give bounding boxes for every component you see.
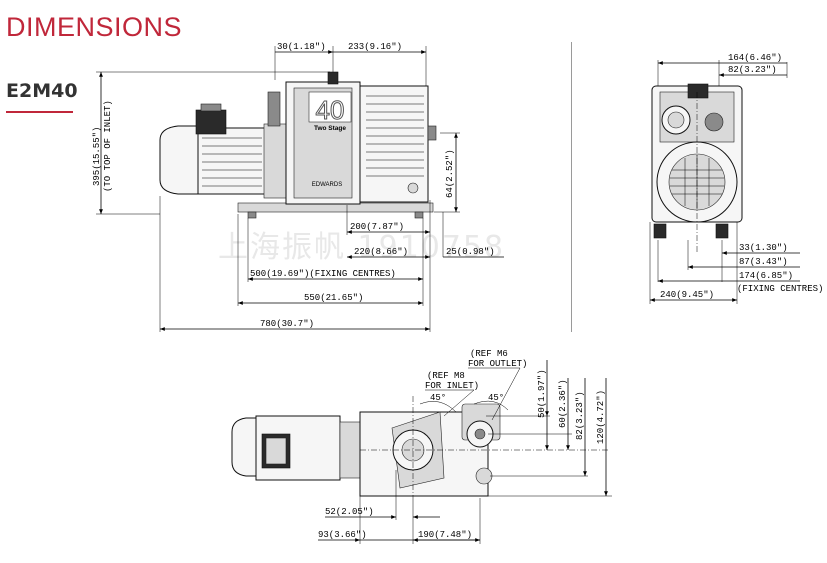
dim-174: 174(6.85") <box>739 271 793 281</box>
dim-87: 87(3.43") <box>739 257 788 267</box>
ref-inlet-line1: (REF M8 <box>427 371 465 381</box>
dim-780: 780(30.7") <box>260 319 314 329</box>
dim-93: 93(3.66") <box>318 530 367 540</box>
side-inlet-port <box>687 83 709 99</box>
dim-220: 220(8.66") <box>354 247 408 257</box>
motor-fins <box>202 137 262 187</box>
dim-550: 550(21.65") <box>304 293 363 303</box>
front-handle <box>267 91 281 127</box>
dim-25: 25(0.98") <box>446 247 495 257</box>
model-label: E2M40 <box>6 80 78 102</box>
model-badge <box>308 91 352 123</box>
front-foot-right <box>414 211 424 219</box>
angle-inlet: 45° <box>430 393 446 403</box>
ref-outlet-line2: FOR OUTLET) <box>468 359 527 369</box>
side-inlet-bore <box>667 111 685 129</box>
oil-box-fins <box>366 95 424 177</box>
dim-190: 190(7.48") <box>418 530 472 540</box>
oil-drain-plug <box>407 182 419 194</box>
side-foot-left <box>653 223 667 239</box>
dim-52: 52(2.05") <box>325 507 374 517</box>
top-view: (REF M6 FOR OUTLET) (REF M8 FOR INLET) 4… <box>231 349 612 544</box>
dim-60: 60(2.36") <box>558 379 568 428</box>
top-outlet-bore <box>474 428 486 440</box>
dim-240: 240(9.45") <box>660 290 714 300</box>
top-coupling <box>339 421 363 479</box>
front-foot-left <box>247 211 257 219</box>
ref-inlet-line2: FOR INLET) <box>425 381 479 391</box>
top-gas-ballast <box>475 467 493 485</box>
gas-ballast-valve <box>427 125 437 141</box>
terminal-box <box>195 109 227 135</box>
model-underline <box>6 111 73 113</box>
dim-174-note: (FIXING CENTRES) <box>737 284 823 294</box>
dim-500: 500(19.69")(FIXING CENTRES) <box>250 269 396 279</box>
dim-395-note: (TO TOP OF INLET) <box>103 100 113 192</box>
side-foot-right <box>715 223 729 239</box>
dim-233: 233(9.16") <box>348 42 402 52</box>
dim-33: 33(1.30") <box>739 243 788 253</box>
terminal-box-lid <box>200 103 222 112</box>
dim-30: 30(1.18") <box>277 42 326 52</box>
brand-label: EDWARDS <box>312 182 342 188</box>
dim-50: 50(1.97") <box>537 369 547 418</box>
dim-82-top: 82(3.23") <box>575 391 585 440</box>
side-view: 164(6.46") 82(3.23") 33(1.30") 87(3.43")… <box>649 53 823 304</box>
inlet-port <box>327 71 339 85</box>
view-separator <box>571 42 572 332</box>
top-terminal-cover <box>265 437 287 465</box>
dim-64: 64(2.52") <box>445 149 455 198</box>
model-badge-number: 40 <box>316 95 345 125</box>
model-badge-caption: Two Stage <box>314 125 346 132</box>
dim-395: 395(15.55") <box>92 127 102 186</box>
ref-outlet-line1: (REF M6 <box>470 349 508 359</box>
angle-outlet: 45° <box>488 393 504 403</box>
dim-164: 164(6.46") <box>728 53 782 63</box>
front-view: 40 Two Stage EDWARDS <box>92 42 504 332</box>
dim-82-side: 82(3.23") <box>728 65 777 75</box>
page-title: DIMENSIONS <box>6 12 183 42</box>
motor-body <box>197 127 267 195</box>
dim-200: 200(7.87") <box>350 222 404 232</box>
watermark: 上海振帆 1910758 <box>218 230 506 265</box>
dim-120: 120(4.72") <box>596 390 606 444</box>
side-outlet <box>704 112 724 132</box>
